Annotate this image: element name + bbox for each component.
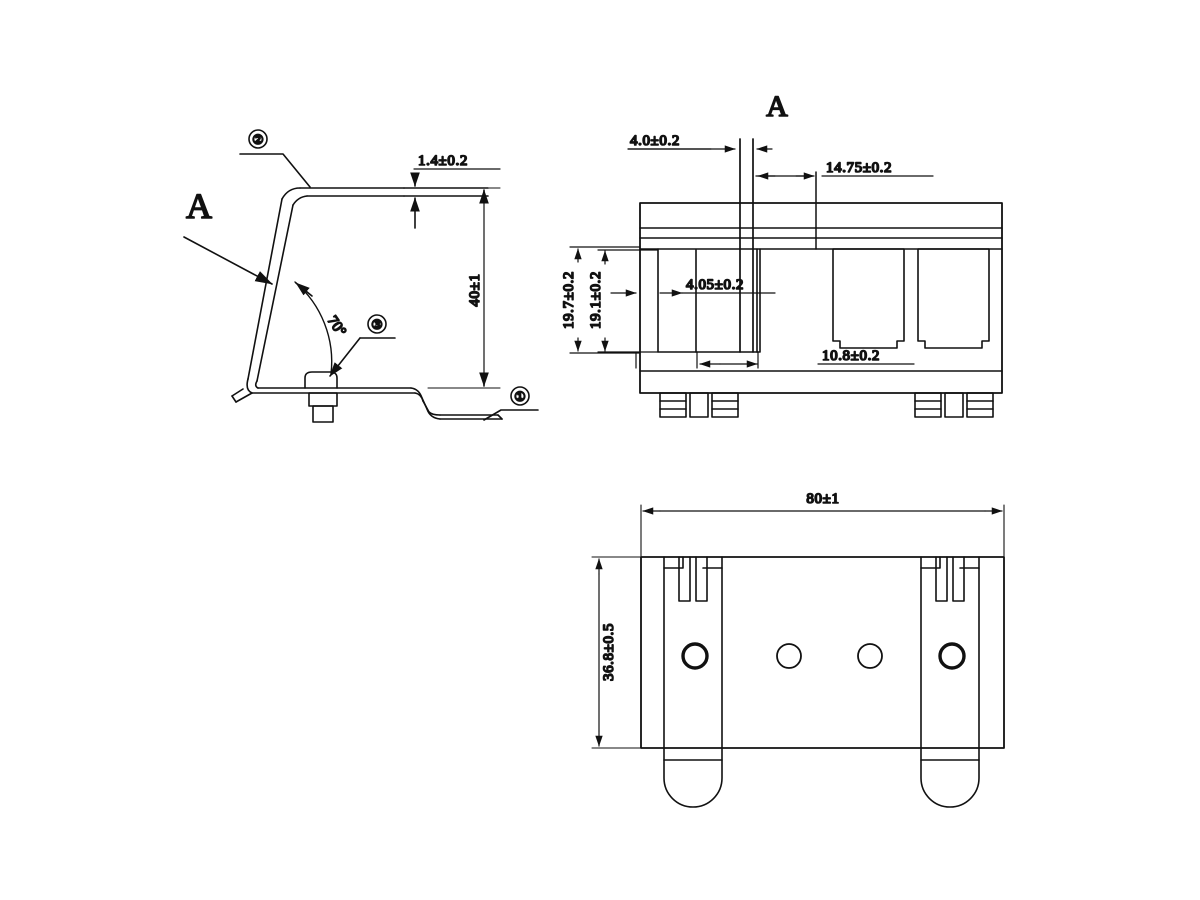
angle-dimension-label: 70° [324, 313, 349, 339]
plan-plate-outline [640, 556, 1005, 749]
callout-2-label: ② [252, 132, 264, 147]
clip-tail-end [497, 414, 503, 420]
angle-arc-70 [294, 281, 333, 375]
clip-hook-tip [231, 395, 237, 403]
dim-14-75-label: 14.75±0.2 [826, 160, 892, 176]
clip-hook-upper [231, 388, 244, 397]
clip-lower-bend-inner [254, 380, 259, 389]
dim-4-0-label: 4.0±0.2 [630, 133, 680, 149]
bracket-right-hole [938, 642, 966, 670]
plan-bracket-right [920, 556, 980, 808]
section-a-leader-arrow [183, 236, 273, 285]
clip-step-bot-1 [414, 392, 424, 402]
callout-3-circle [367, 314, 387, 334]
foot-left-1 [659, 392, 687, 418]
plan-bracket-left [663, 556, 723, 808]
side-view-group: A ② ③ ① 70° 1.4±0.2 [183, 129, 539, 423]
front-body-outline [639, 202, 1003, 394]
bracket-right-slot-1 [920, 556, 941, 569]
front-left-cavity [657, 248, 761, 353]
foot-right-1 [914, 392, 942, 418]
callout-3-label: ③ [371, 317, 383, 332]
front-view-group: A 4.0±0.2 14.75±0.2 4.05±0.2 10.8±0.2 [560, 89, 1003, 418]
clip-step-bot-3 [428, 411, 441, 416]
callout-2-circle [248, 129, 268, 149]
callout-2-leader [239, 153, 311, 188]
clip-upper-bend-outer [281, 187, 301, 200]
bolt-stud-detail [308, 392, 338, 423]
bolt-collar [308, 392, 338, 407]
section-letter-a-top: A [766, 90, 788, 123]
dim-4-05-label: 4.05±0.2 [686, 277, 744, 293]
clip-step-top-3 [426, 408, 441, 420]
front-feet-right [914, 392, 994, 418]
bracket-left-slot-1 [663, 556, 684, 569]
plan-hole-center-left [776, 643, 802, 669]
front-window-middle [832, 248, 905, 349]
dim-19-1-label: 19.1±0.2 [588, 271, 604, 329]
clip-upper-bend-inner [292, 195, 308, 206]
callout-1-leader [483, 409, 539, 421]
foot-left-gap [689, 392, 709, 418]
bracket-right-slot-2 [935, 556, 948, 602]
front-window-right [917, 248, 990, 349]
bracket-right-foot [920, 747, 980, 808]
bracket-right-slot-3 [952, 556, 965, 602]
foot-right-2 [966, 392, 994, 418]
clip-inclined-leg-inner [256, 204, 294, 382]
bracket-left-hole [681, 642, 709, 670]
spring-clip-outline [231, 187, 503, 420]
plan-hole-center-right [857, 643, 883, 669]
callout-3-leader-arrow [329, 337, 361, 377]
clip-lower-bend-outer [246, 378, 253, 394]
bracket-left-slot-2 [678, 556, 691, 602]
dim-36-8-label: 36.8±0.5 [601, 623, 617, 681]
callout-1-circle [510, 386, 530, 406]
front-feet-left [659, 392, 739, 418]
bracket-left-slot-3 [695, 556, 708, 602]
dim-10-8-label: 10.8±0.2 [822, 348, 880, 364]
bolt-shank [312, 405, 334, 423]
angle-arc-arrow [295, 282, 313, 297]
foot-left-2 [711, 392, 739, 418]
dim-thickness-label: 1.4±0.2 [418, 153, 468, 169]
clip-hook-lower [235, 392, 253, 403]
dim-80-label: 80±1 [806, 491, 839, 507]
dim-height-label: 40±1 [467, 273, 483, 306]
section-letter-a-left: A [186, 186, 212, 226]
clip-inclined-leg-outer [247, 198, 283, 380]
dim-19-7-label: 19.7±0.2 [561, 271, 577, 329]
foot-right-gap [944, 392, 964, 418]
bracket-left-foot [663, 747, 723, 808]
callout-1-label: ① [514, 389, 526, 404]
bottom-view-group: 80±1 36.8±0.5 [591, 490, 1005, 808]
